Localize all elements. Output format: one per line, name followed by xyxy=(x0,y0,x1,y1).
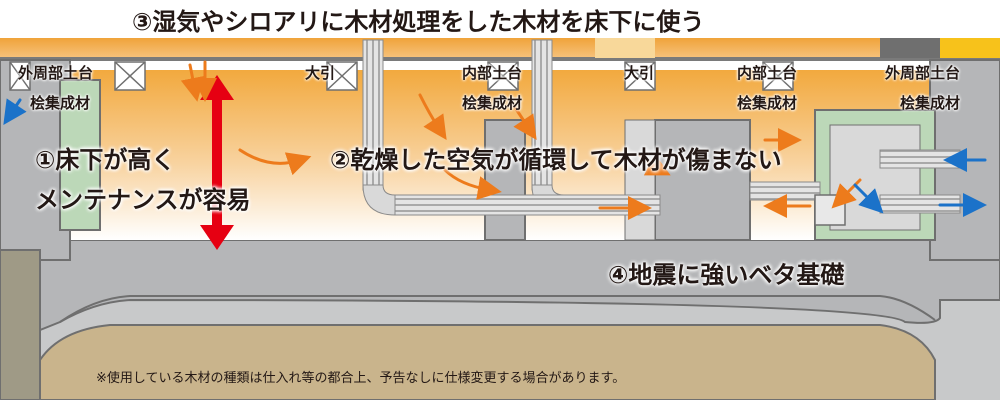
floor-panel-light xyxy=(595,38,655,58)
floor-panel-dark xyxy=(880,38,940,58)
disclaimer-note: ※使用している木材の種類は仕入れ等の都合上、予告なしに仕様変更する場合があります… xyxy=(96,371,626,386)
label-outer-sill-left: 外周部土台 xyxy=(18,64,94,82)
feature-1-line-1: ①床下が高く xyxy=(35,146,176,174)
label-oohiki-1: 大引 xyxy=(305,64,336,82)
beam-markers xyxy=(9,61,794,91)
feature-2: ②乾燥した空気が循環して木材が傷まない xyxy=(330,146,782,174)
label-inner-sill-2: 内部土台 xyxy=(737,64,798,82)
label-outer-sill-right: 外周部土台 xyxy=(885,64,961,82)
label-laminated-left: 桧集成材 xyxy=(30,94,91,112)
inner-post-1 xyxy=(484,119,526,241)
beta-foundation-slab xyxy=(0,239,1000,331)
airflow-arrows-orange xyxy=(180,60,862,220)
diagram-title: ③湿気やシロアリに木材処理をした木材を床下に使う xyxy=(132,8,705,36)
label-laminated-mid1: 桧集成材 xyxy=(462,94,523,112)
left-base xyxy=(0,249,41,401)
duct-horizontal xyxy=(394,194,661,216)
gravel-bed xyxy=(39,324,936,401)
floor-panel-yellow xyxy=(940,38,1000,58)
inner-post-2 xyxy=(654,119,751,241)
floor-line xyxy=(0,57,1000,61)
feature-4: ④地震に強いベタ基礎 xyxy=(608,261,845,289)
label-oohiki-2: 大引 xyxy=(624,64,655,82)
floor-timber xyxy=(0,38,1000,60)
duct-right-2 xyxy=(879,149,961,169)
slab-inner-edge xyxy=(59,295,936,323)
duct-right-1 xyxy=(749,181,821,201)
inner-post-2-side xyxy=(624,119,656,241)
feature-1-line-2: メンテナンスが容易 xyxy=(35,186,251,214)
label-inner-sill-1: 内部土台 xyxy=(462,64,523,82)
airflow-arrows-blue xyxy=(3,98,987,217)
label-laminated-right: 桧集成材 xyxy=(900,94,961,112)
label-laminated-mid2: 桧集成材 xyxy=(737,94,798,112)
left-sill-frame xyxy=(59,79,101,231)
